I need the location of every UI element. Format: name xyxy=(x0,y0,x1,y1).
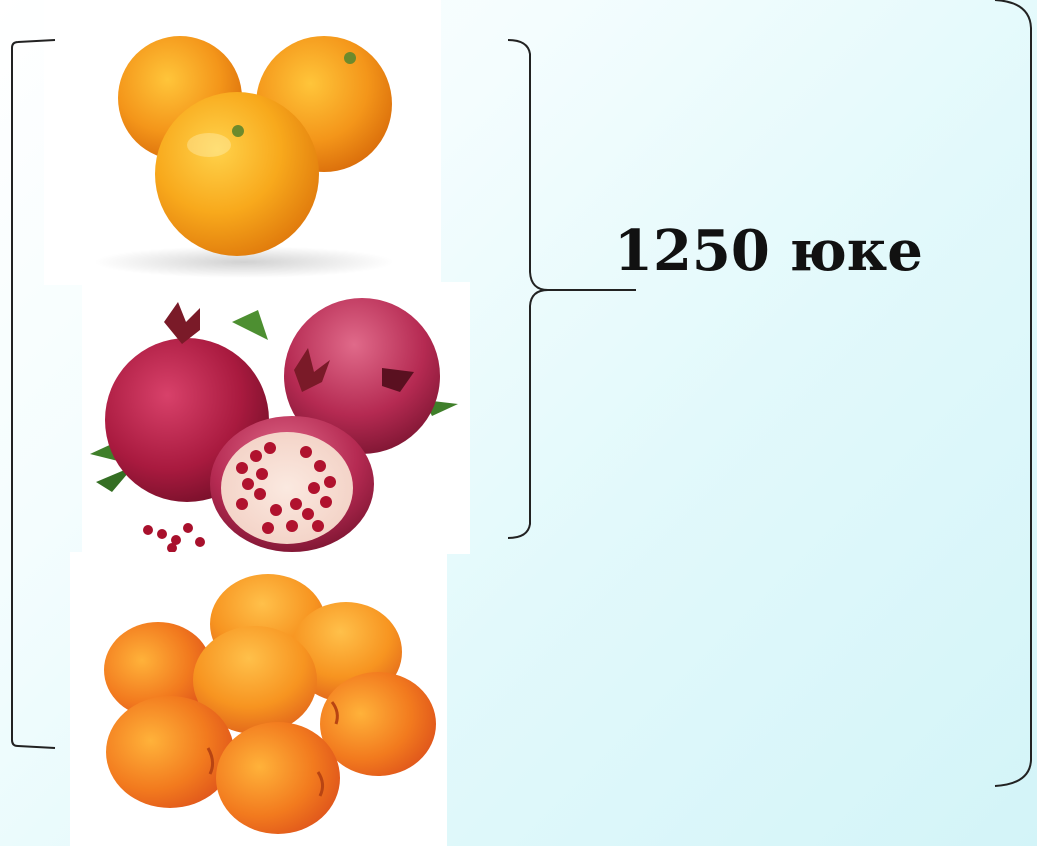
price-label: 1250 юке xyxy=(614,216,994,286)
left-bracket xyxy=(12,40,55,748)
middle-brace xyxy=(508,40,636,538)
right-brace xyxy=(995,0,1031,786)
